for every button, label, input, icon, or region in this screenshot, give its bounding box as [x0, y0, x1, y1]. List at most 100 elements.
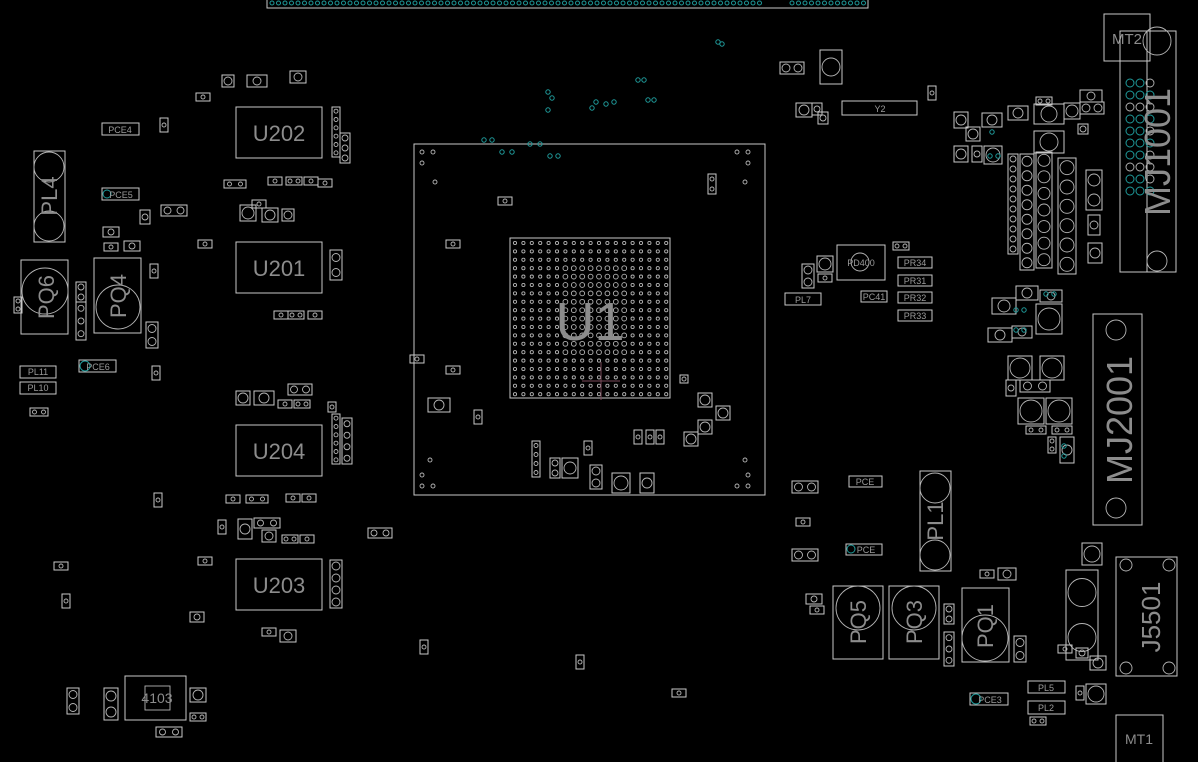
footprint[interactable] [583, 440, 593, 456]
footprint[interactable] [943, 631, 955, 667]
footprint[interactable] [497, 196, 513, 206]
footprint[interactable] [419, 639, 429, 655]
footprint[interactable] [287, 310, 305, 320]
footprint[interactable] [1019, 153, 1035, 271]
footprint[interactable] [189, 611, 205, 623]
footprint[interactable] [329, 249, 343, 281]
footprint[interactable] [1013, 635, 1027, 663]
footprint[interactable] [1019, 379, 1051, 393]
component-pq4[interactable]: PQ4 [93, 257, 142, 334]
component-pd400[interactable]: PD400 [836, 244, 886, 281]
footprint[interactable] [1065, 569, 1099, 661]
footprint[interactable] [427, 397, 451, 413]
footprint[interactable] [965, 126, 981, 142]
component-mt1[interactable]: MT1 [1115, 714, 1164, 762]
footprint[interactable] [811, 102, 823, 116]
footprint[interactable] [253, 517, 281, 529]
footprint[interactable] [1017, 397, 1045, 425]
component-pl1[interactable]: PL1 [919, 470, 952, 572]
component-pl10[interactable]: PL10 [19, 381, 57, 395]
footprint[interactable] [927, 85, 937, 101]
footprint[interactable] [223, 179, 247, 189]
component-pce4[interactable]: PCE4 [101, 122, 140, 136]
footprint[interactable] [197, 239, 213, 249]
footprint[interactable] [29, 407, 49, 417]
footprint[interactable] [1011, 325, 1033, 339]
footprint[interactable] [239, 204, 257, 222]
footprint[interactable] [697, 419, 713, 435]
footprint[interactable] [287, 383, 313, 396]
component-u201[interactable]: U201 [235, 241, 323, 294]
footprint[interactable] [991, 297, 1017, 315]
footprint[interactable] [307, 310, 323, 320]
footprint[interactable] [987, 327, 1013, 343]
footprint[interactable] [1047, 436, 1057, 454]
footprint[interactable] [953, 111, 969, 129]
footprint[interactable] [1089, 655, 1107, 671]
footprint[interactable] [153, 492, 163, 508]
footprint[interactable] [715, 405, 731, 421]
footprint[interactable] [367, 527, 393, 539]
footprint[interactable] [575, 654, 585, 670]
footprint[interactable] [1007, 153, 1019, 255]
component-j5501[interactable]: J5501 [1115, 556, 1178, 677]
footprint[interactable] [103, 242, 119, 252]
footprint[interactable] [979, 569, 995, 579]
footprint[interactable] [1007, 105, 1029, 121]
footprint[interactable] [1033, 103, 1065, 125]
footprint[interactable] [160, 204, 188, 217]
footprint[interactable] [1035, 151, 1053, 269]
footprint[interactable] [261, 207, 279, 223]
component-pl2[interactable]: PL2 [1027, 700, 1066, 715]
footprint[interactable] [1085, 169, 1103, 211]
footprint[interactable] [809, 605, 825, 615]
footprint[interactable] [561, 457, 579, 479]
component-u202[interactable]: U202 [235, 106, 323, 159]
footprint[interactable] [301, 493, 317, 503]
component-pq6[interactable]: PQ6 [20, 259, 69, 335]
footprint[interactable] [1045, 397, 1073, 425]
footprint[interactable] [327, 401, 337, 413]
footprint[interactable] [671, 688, 687, 698]
footprint[interactable] [61, 593, 71, 609]
footprint[interactable] [331, 413, 341, 465]
footprint[interactable] [707, 173, 717, 195]
footprint[interactable] [1029, 716, 1047, 726]
footprint[interactable] [285, 493, 301, 503]
footprint[interactable] [317, 178, 333, 188]
footprint[interactable] [981, 112, 1003, 128]
component-pce-a[interactable]: PCE [848, 475, 883, 488]
footprint[interactable] [139, 209, 151, 225]
footprint[interactable] [245, 494, 269, 504]
footprint[interactable] [445, 365, 461, 375]
footprint[interactable] [943, 603, 955, 625]
footprint[interactable] [331, 106, 341, 158]
footprint[interactable] [261, 627, 277, 637]
footprint[interactable] [892, 241, 910, 251]
component-pq1[interactable]: PQ1 [961, 587, 1010, 663]
footprint[interactable] [817, 273, 833, 283]
component-pl5[interactable]: PL5 [1027, 680, 1066, 694]
component-pce6[interactable]: PCE6 [78, 359, 117, 373]
footprint[interactable] [819, 49, 843, 85]
component-pce-b[interactable]: PCE [845, 543, 883, 556]
footprint[interactable] [123, 240, 141, 252]
footprint[interactable] [645, 429, 655, 445]
footprint[interactable] [1035, 303, 1063, 335]
footprint[interactable] [251, 199, 267, 209]
footprint[interactable] [289, 70, 307, 84]
footprint[interactable] [801, 263, 815, 289]
footprint[interactable] [277, 399, 293, 409]
footprint[interactable] [1085, 683, 1107, 705]
footprint[interactable] [589, 464, 603, 490]
footprint[interactable] [221, 74, 235, 88]
footprint[interactable] [1087, 242, 1103, 264]
footprint[interactable] [303, 176, 319, 186]
footprint[interactable] [683, 431, 699, 447]
footprint[interactable] [1039, 289, 1063, 303]
footprint[interactable] [281, 534, 299, 544]
footprint[interactable] [791, 548, 819, 562]
footprint[interactable] [237, 518, 253, 540]
footprint[interactable] [953, 145, 969, 163]
